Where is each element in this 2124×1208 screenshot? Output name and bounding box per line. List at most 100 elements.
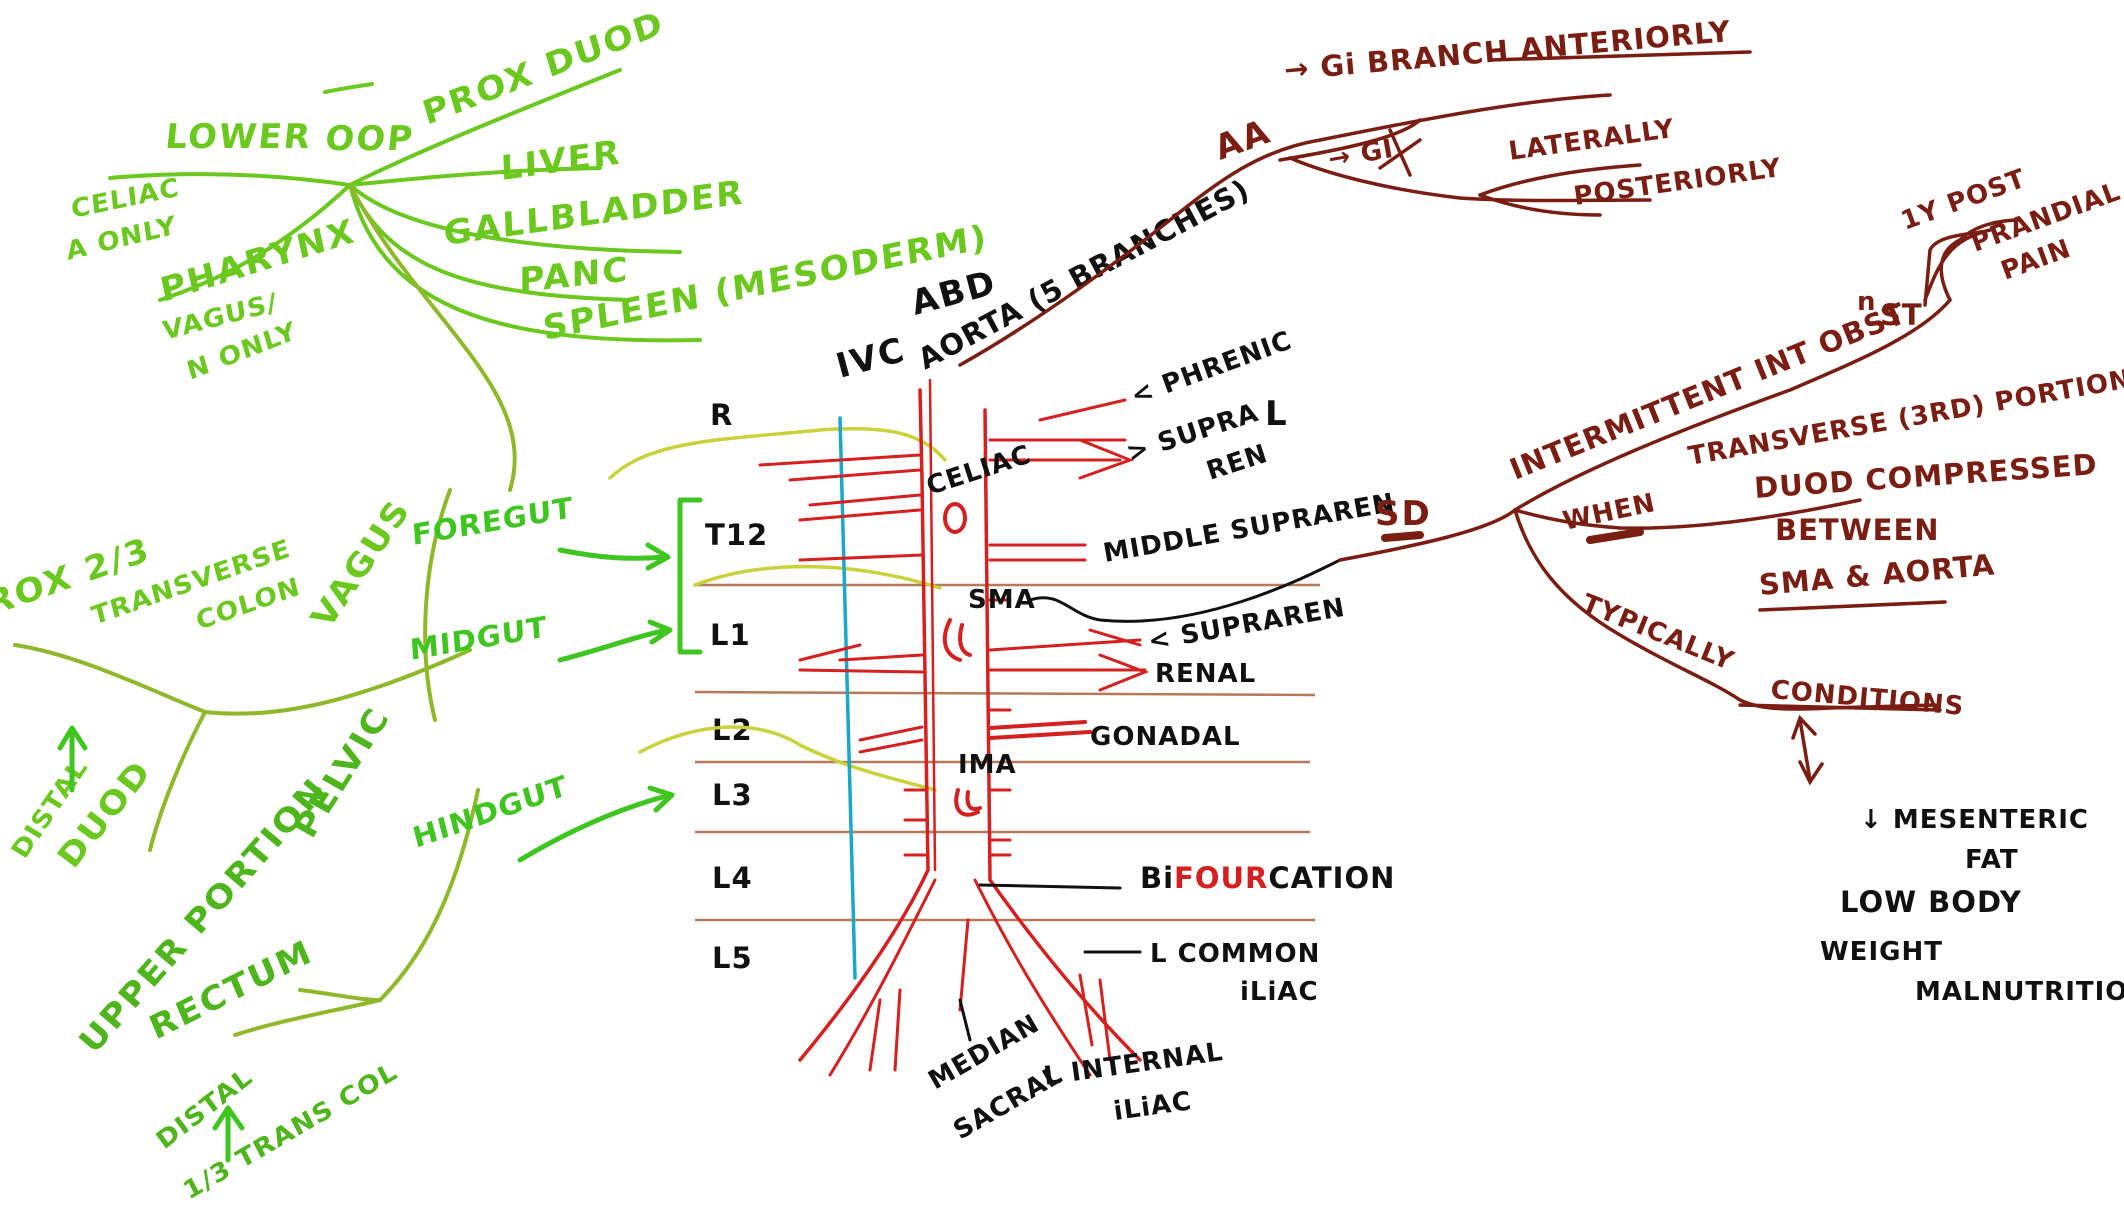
label-gi-branch: → Gi BRANCH ANTERIORLY [1283,14,1733,87]
aa-to-lateral [1288,156,1652,203]
hub-to-gallbladder [348,183,682,254]
sma-marker [942,618,972,662]
label-weight: WEIGHT [1820,937,1943,967]
arrow-foregut [557,542,671,571]
branch-left-supra [798,493,922,522]
branch-left-middle [798,553,924,562]
label-gonadal: GONADAL [1090,722,1241,752]
vertebra-l4: L4 [712,861,753,895]
label-sma-aorta: SMA & AORTA [1758,547,1997,602]
label-bifurcation-3: CATION [1268,861,1395,895]
label-supra-ren-l: L [1265,394,1289,434]
label-hindgut: HINDGUT [409,769,571,855]
hindgut-to-distal [233,998,382,1037]
label-supra-ren-2: REN [1203,439,1272,487]
label-duod-compressed: DUOD COMPRESSED [1753,447,2099,505]
brown-branches-labels: AA → Gi BRANCH ANTERIORLY → GI LATERALLY… [1209,14,1783,212]
label-l-suprarenal: < SUPRAREN [1146,593,1348,657]
vertebra-l1: L1 [710,618,751,652]
branch-stub-1 [988,788,1012,857]
label-renal: RENAL [1155,659,1256,689]
hub-to-lower [108,172,352,187]
label-fat: FAT [1965,845,2019,875]
iliac-inner-l [828,878,937,1077]
internal-iliac-branch-b [1078,973,1094,1047]
green-arrows [57,497,703,1163]
vertebra-t12: T12 [705,518,768,552]
sma-syndrome-labels: SD INTERMITTENT INT OBST n ST 1Y POST PR… [1375,164,2124,1007]
hub-to-pharynx [158,183,352,302]
arrow-distal-duod-up [57,725,88,793]
gi-anteriorly-underline [1488,50,1752,62]
label-lower: LOWER [164,117,314,157]
sma-aorta-underline [1758,600,1947,612]
left-internal-iliac-a [868,998,882,1072]
arrow-hindgut [517,785,675,863]
label-between: BETWEEN [1775,513,1940,547]
bracket-t12-l1 [677,497,703,655]
label-st: ST [1880,298,1923,332]
label-celiac: CELIAC [923,440,1035,502]
sd-underline [1381,531,1424,542]
label-third-trans-col: 1/3 TRANS COL [179,1057,403,1206]
vertebra-r: R [710,398,733,432]
vagus-curve [423,488,452,722]
midgut-stem [203,648,472,716]
lateral-fork-down [1478,193,1602,217]
aa-lateral-loop [1278,118,1422,162]
branch-middle-suprarenal [988,543,1087,562]
sd-to-typically [1513,508,1937,711]
internal-iliac-branch-a [1098,978,1112,1062]
green-mindmap [13,68,702,1037]
label-laterally: LATERALLY [1507,114,1677,167]
label-malnutrition: MALNUTRITION [1915,977,2124,1007]
aorta-left-wall [798,388,930,1062]
label-sma: SMA [968,585,1036,615]
label-ima: IMA [958,750,1017,780]
label-ivc: IVC [832,330,910,387]
celiac-marker [943,502,967,534]
intermittent-to-post-underline [1923,230,1987,307]
label-aa: AA [1209,111,1276,168]
bifurcation-leader [978,883,1122,890]
vertebra-l2: L2 [712,713,753,747]
label-sd: SD [1375,494,1432,534]
yellow-line-top [608,427,947,480]
label-posteriorly: POSTERIORLY [1572,153,1784,212]
label-gi-crossed: → GI [1326,134,1396,175]
label-distal-hindgut: DISTAL [151,1063,258,1156]
vertebra-labels: R T12 L1 L2 L3 L4 L5 [705,398,768,975]
sd-to-when [1513,498,1862,530]
label-conditions: CONDITIONS [1769,675,1965,722]
aorta-to-aa [958,93,1612,367]
label-oop: OOP [323,119,416,159]
left-internal-iliac-b [893,988,902,1072]
vertebra-l5: L5 [712,941,753,975]
ivc-vessel [838,416,857,980]
hub-to-liver [348,166,602,187]
sd-line [1338,508,1517,562]
level-line-l1-l2 [694,690,1316,697]
hub-to-foregut [348,183,517,492]
label-bifurcation-1: Bi [1140,861,1174,895]
hub-to-prox-duod [348,68,622,187]
branch-left-top [758,453,922,482]
label-vagus: VAGUS [304,493,419,634]
label-liver: LIVER [500,133,622,189]
double-arrow [1791,714,1824,786]
when-underline [1586,528,1644,544]
sd-to-intermittent [1513,298,1952,512]
branch-stub-2 [988,598,1012,712]
aorta-right-wall [983,408,1142,1062]
arrow-midgut [557,619,673,663]
label-typically: TYPICALLY [1577,589,1738,677]
branch-supra-ren-top [988,438,1135,480]
label-bifurcation: BiFOURCATION [1140,861,1395,895]
hub-to-spleen [348,183,702,343]
label-mesenteric: ↓ MESENTERIC [1860,805,2089,835]
label-common-iliac-2: iLiAC [1240,977,1319,1007]
mini-line-top [323,82,374,94]
midgut-to-distal [148,710,207,852]
sma-leader [1028,558,1342,623]
